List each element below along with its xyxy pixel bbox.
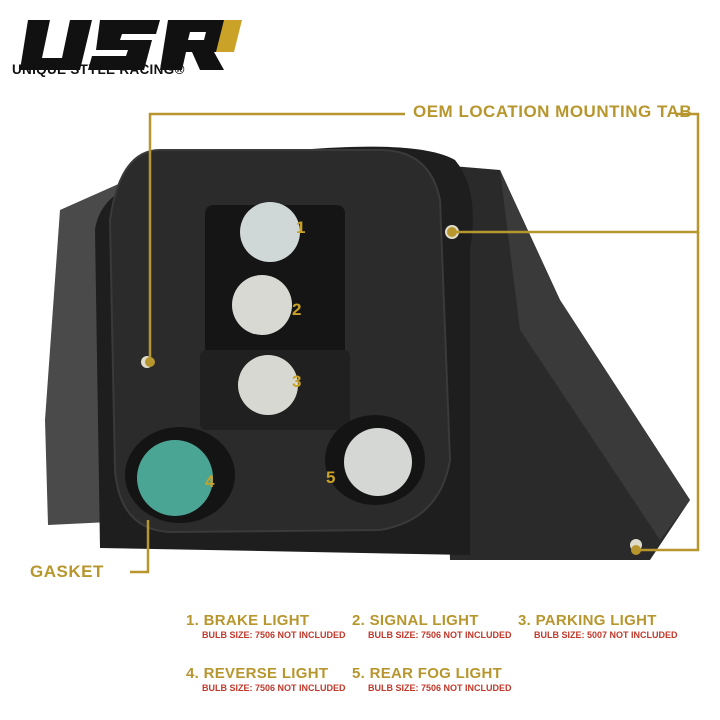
mounting-tab-label: OEM LOCATION MOUNTING TAB: [413, 102, 693, 121]
brand-tagline: UNIQUE STYLE RACING®: [12, 62, 185, 77]
legend-item-1: 1. BRAKE LIGHT BULB SIZE: 7506 NOT INCLU…: [186, 612, 346, 640]
callout-line-gasket: [130, 520, 150, 574]
legend-bulb-size: BULB SIZE: 7506 NOT INCLUDED: [202, 683, 346, 693]
bulb-number-3: 3: [292, 372, 302, 391]
legend-title: 4. REVERSE LIGHT: [186, 665, 329, 682]
gasket-label: GASKET: [30, 562, 104, 581]
bulb-4-reflector: [137, 440, 213, 516]
legend-title: 5. REAR FOG LIGHT: [352, 665, 503, 682]
bulb-1-reflector: [240, 202, 300, 262]
bulb-number-4: 4: [205, 472, 215, 491]
bulb-3-reflector: [238, 355, 298, 415]
callout-line-tab: [148, 112, 405, 362]
bulb-2-reflector: [232, 275, 292, 335]
legend-item-2: 2. SIGNAL LIGHT BULB SIZE: 7506 NOT INCL…: [352, 612, 512, 640]
legend-bulb-size: BULB SIZE: 7506 NOT INCLUDED: [202, 630, 346, 640]
legend-title: 3. PARKING LIGHT: [518, 612, 657, 629]
legend-title: 1. BRAKE LIGHT: [186, 612, 310, 629]
legend-item-5: 5. REAR FOG LIGHT BULB SIZE: 7506 NOT IN…: [352, 665, 512, 693]
legend-bulb-size: BULB SIZE: 5007 NOT INCLUDED: [534, 630, 678, 640]
bulb-number-2: 2: [292, 300, 302, 319]
legend-bulb-size: BULB SIZE: 7506 NOT INCLUDED: [368, 683, 512, 693]
legend-item-3: 3. PARKING LIGHT BULB SIZE: 5007 NOT INC…: [518, 612, 678, 640]
bulb-number-1: 1: [296, 218, 306, 237]
bulb-5-reflector: [344, 428, 412, 496]
usr-logo: [20, 20, 242, 70]
legend-title: 2. SIGNAL LIGHT: [352, 612, 479, 629]
callout-line-tab-right: [452, 112, 700, 234]
bulb-number-5: 5: [326, 468, 336, 487]
legend-item-4: 4. REVERSE LIGHT BULB SIZE: 7506 NOT INC…: [186, 665, 346, 693]
legend-bulb-size: BULB SIZE: 7506 NOT INCLUDED: [368, 630, 512, 640]
